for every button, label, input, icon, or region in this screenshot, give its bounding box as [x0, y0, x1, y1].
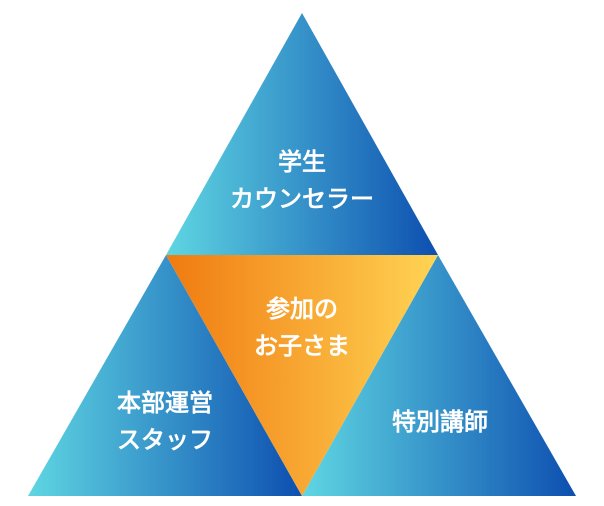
- triangle-student-counselor: 学生 カウンセラー: [166, 13, 438, 255]
- triangle-top-label-line1: 学生: [278, 148, 326, 176]
- triangle-headquarters-staff: 本部運営 スタッフ: [28, 255, 302, 496]
- triangle-bottom-left-label-line2: スタッフ: [117, 426, 213, 454]
- triangle-bottom-left-shape: [28, 255, 302, 496]
- triangle-center-label-line2: お子さま: [254, 332, 350, 360]
- triangle-top-shape: [166, 13, 438, 255]
- triangle-special-lecturer: 特別講師: [302, 255, 576, 496]
- triangle-top-label-line2: カウンセラー: [230, 185, 374, 213]
- triangle-bottom-left-label-line1: 本部運営: [117, 389, 213, 417]
- triangle-participating-children: 参加の お子さま: [166, 255, 438, 496]
- triangle-bottom-right-shape: [302, 255, 576, 496]
- triangle-center-shape: [166, 255, 438, 496]
- triangle-bottom-right-label-line1: 特別講師: [392, 408, 488, 436]
- triangle-center-label-line1: 参加の: [266, 295, 338, 323]
